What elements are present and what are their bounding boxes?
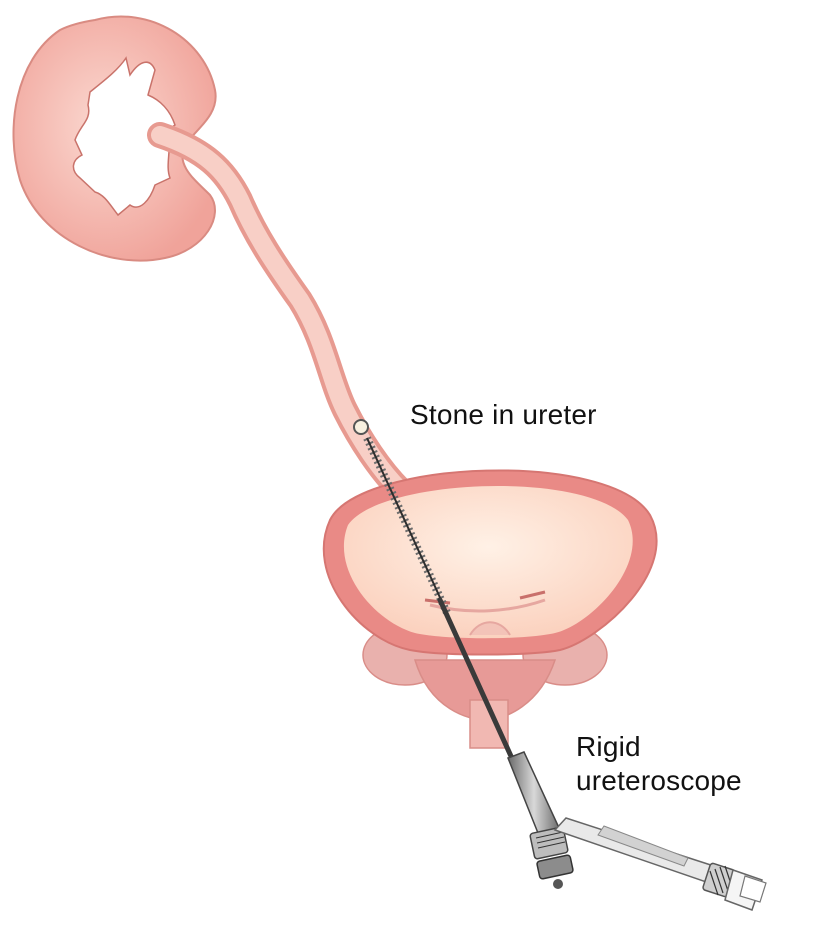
rigid-ureteroscope-label-line1: Rigid [576,730,742,764]
bladder [324,470,657,654]
rigid-ureteroscope-label-line2: ureteroscope [576,764,742,798]
stone-in-ureter-label: Stone in ureter [410,398,597,432]
kidney-stone [354,420,368,434]
rigid-ureteroscope-label: Rigid ureteroscope [576,730,742,798]
